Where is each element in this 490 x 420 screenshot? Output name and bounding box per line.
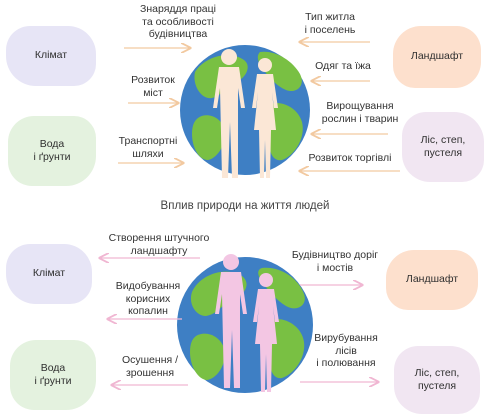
top-humans: [213, 49, 278, 178]
top-right-label-4: Розвиток торгівлі: [308, 152, 392, 164]
bottom-right-label-1: Будівництво доріг і мостів: [291, 249, 379, 274]
top-landscape-blob: Ландшафт: [393, 26, 481, 88]
bottom-globe: [177, 257, 313, 393]
top-water-blob: Вода і ґрунти: [8, 116, 96, 186]
bottom-left-label-3: Осушення / зрошення: [121, 354, 179, 379]
bottom-climate-label: Клімат: [32, 267, 66, 280]
top-landscape-label: Ландшафт: [410, 50, 464, 63]
top-climate-blob: Клімат: [6, 26, 96, 86]
top-right-label-3: Вирощування рослин і тварин: [321, 100, 399, 125]
bottom-landscape-blob: Ландшафт: [386, 250, 478, 310]
bottom-arrows-left: [100, 258, 200, 385]
top-right-label-1: Тип житла і поселень: [304, 11, 356, 36]
top-climate-label: Клімат: [34, 49, 68, 62]
top-globe: [180, 45, 310, 175]
top-arrows-right: [300, 42, 400, 171]
bottom-left-label-1: Створення штучного ландшафту: [108, 232, 210, 257]
bottom-water-label: Вода і ґрунти: [34, 361, 72, 387]
bottom-landscape-label: Ландшафт: [405, 273, 459, 286]
top-right-label-2: Одяг та їжа: [315, 60, 371, 72]
top-left-label-1: Знаряддя праці та особливості будівництв…: [140, 3, 216, 41]
diagram-caption: Вплив природи на життя людей: [160, 200, 330, 212]
bottom-forest-label: Ліс, степ, пустеля: [414, 366, 460, 392]
bottom-climate-blob: Клімат: [6, 244, 92, 304]
top-left-label-3: Транспортні шляхи: [118, 135, 178, 160]
top-forest-blob: Ліс, степ, пустеля: [402, 112, 484, 182]
top-left-label-2: Розвиток міст: [131, 74, 175, 99]
bottom-humans: [215, 254, 279, 392]
bottom-forest-blob: Ліс, степ, пустеля: [394, 346, 480, 414]
bottom-right-label-2: Вирубування лісів і полювання: [314, 332, 378, 370]
top-water-label: Вода і ґрунти: [33, 137, 71, 163]
top-arrows-left: [118, 48, 190, 163]
top-forest-label: Ліс, степ, пустеля: [420, 133, 466, 159]
bottom-water-blob: Вода і ґрунти: [10, 340, 96, 410]
bottom-left-label-2: Видобування корисних копалин: [115, 280, 181, 318]
bottom-arrows-right: [300, 285, 378, 382]
